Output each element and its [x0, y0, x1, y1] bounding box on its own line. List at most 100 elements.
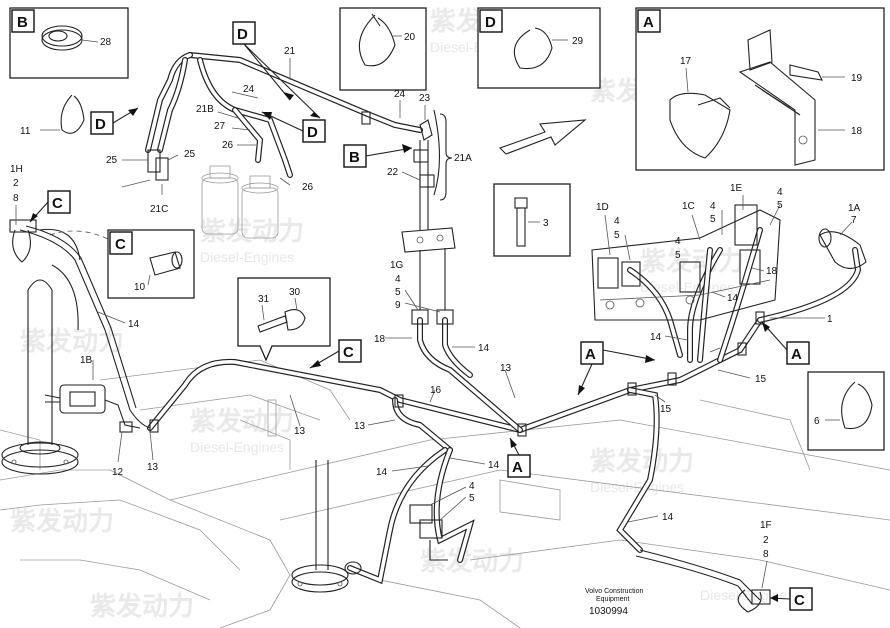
direction-arrow [498, 119, 587, 155]
tag-pointers [29, 43, 791, 602]
inset-letter: D [485, 14, 496, 31]
sensor-1b [44, 384, 141, 433]
label-15: 15 [660, 404, 672, 415]
label-1c: 1C [682, 201, 695, 212]
label-1g: 1G [390, 260, 404, 271]
watermark-sub: Diesel-Engines [190, 439, 284, 455]
machine-frame-outline [0, 359, 890, 628]
label-21: 21 [284, 46, 296, 57]
label-21c: 21C [150, 204, 168, 215]
label-14: 14 [478, 343, 490, 354]
tag-d: D [237, 26, 248, 43]
tag-c: C [794, 592, 805, 609]
label-14: 14 [376, 467, 388, 478]
part-number: 20 [404, 32, 416, 43]
label-14: 14 [128, 319, 140, 330]
part-number-17: 17 [680, 56, 692, 67]
inset-bolt-clamp: 31 30 [237, 277, 331, 362]
center-pillar [291, 460, 349, 593]
watermark-brand: 紫发动力 [590, 446, 694, 476]
tag-c: C [343, 344, 354, 361]
label-4: 4 [395, 274, 401, 285]
label-23: 23 [419, 93, 431, 104]
part-number: 10 [134, 282, 146, 293]
label-22: 22 [387, 167, 399, 178]
label-1h: 1H [10, 164, 23, 175]
label-4: 4 [710, 201, 716, 212]
part-number: 28 [100, 37, 112, 48]
figure-footer: Volvo Construction Equipment 1030994 [585, 588, 643, 617]
tag-a: A [791, 346, 802, 363]
company-name: Volvo Construction [585, 588, 643, 595]
watermark-sub: Diesel-Engines [700, 587, 794, 603]
part-number: 6 [814, 416, 820, 427]
watermark-sub: Diesel-Engines [200, 249, 294, 265]
label-14: 14 [488, 460, 500, 471]
inset-part-3: 3 [493, 183, 571, 257]
figure-number: 1030994 [589, 606, 628, 617]
label-13: 13 [147, 462, 159, 473]
label-8: 8 [13, 193, 19, 204]
watermark-brand: 紫发动力 [640, 246, 744, 276]
inset-d-strap: D 29 [477, 7, 601, 89]
label-5: 5 [777, 200, 783, 211]
watermark-brand: 紫发动力 [10, 506, 114, 536]
watermark-brand: 紫发动力 [90, 591, 194, 621]
valve-block [591, 204, 781, 321]
left-pillar [1, 228, 111, 475]
watermark-sub: Diesel-Engines [640, 279, 734, 295]
label-12: 12 [112, 467, 124, 478]
label-26: 26 [222, 140, 234, 151]
inset-c-sleeve: C 10 [107, 229, 195, 299]
label-14: 14 [650, 332, 662, 343]
part-number: 3 [543, 218, 549, 229]
watermark-brand: 紫发动力 [20, 326, 124, 356]
label-13: 13 [354, 421, 366, 432]
inset-d-clamp: 20 [339, 7, 427, 91]
fuel-filters [201, 165, 279, 239]
label-4: 4 [614, 216, 620, 227]
label-2: 2 [13, 178, 19, 189]
label-5: 5 [675, 250, 681, 261]
label-4: 4 [675, 236, 681, 247]
label-1e: 1E [730, 183, 743, 194]
label-5: 5 [614, 230, 620, 241]
label-25: 25 [106, 155, 118, 166]
label-1b: 1B [80, 355, 93, 366]
label-27: 27 [214, 121, 226, 132]
inset-b-ring: B 28 [9, 7, 129, 79]
clip-1h [9, 219, 37, 263]
reference-tags: D D D B C C C A A A [47, 21, 813, 611]
label-1d: 1D [596, 202, 609, 213]
company-name-line2: Equipment [596, 596, 630, 603]
part-number-18: 18 [851, 126, 863, 137]
label-5: 5 [395, 287, 401, 298]
part-number-31: 31 [258, 294, 270, 305]
label-26: 26 [302, 182, 314, 193]
label-14: 14 [727, 293, 739, 304]
label-24: 24 [394, 89, 406, 100]
label-4: 4 [469, 481, 475, 492]
tag-d: D [95, 116, 106, 133]
label-25: 25 [184, 149, 196, 160]
label-1a: 1A [848, 203, 861, 214]
lower-fittings [344, 504, 448, 575]
callout-lines [15, 58, 853, 589]
inset-a-bracket: A 17 19 18 [635, 7, 885, 171]
label-1: 1 [827, 314, 833, 325]
watermark-sub: Diesel-Engines [590, 479, 684, 495]
label-21a: 21A [454, 153, 472, 164]
inset-part-6: 6 [807, 371, 885, 451]
label-2: 2 [763, 535, 769, 546]
tag-c: C [52, 195, 63, 212]
label-7: 7 [851, 215, 857, 226]
tag-a: A [585, 346, 596, 363]
watermark-brand: 紫发动力 [420, 546, 524, 576]
label-9: 9 [395, 300, 401, 311]
watermark-brand: 紫发动力 [200, 216, 304, 246]
label-13: 13 [294, 426, 306, 437]
tag-d: D [307, 124, 318, 141]
part-number-19: 19 [851, 73, 863, 84]
